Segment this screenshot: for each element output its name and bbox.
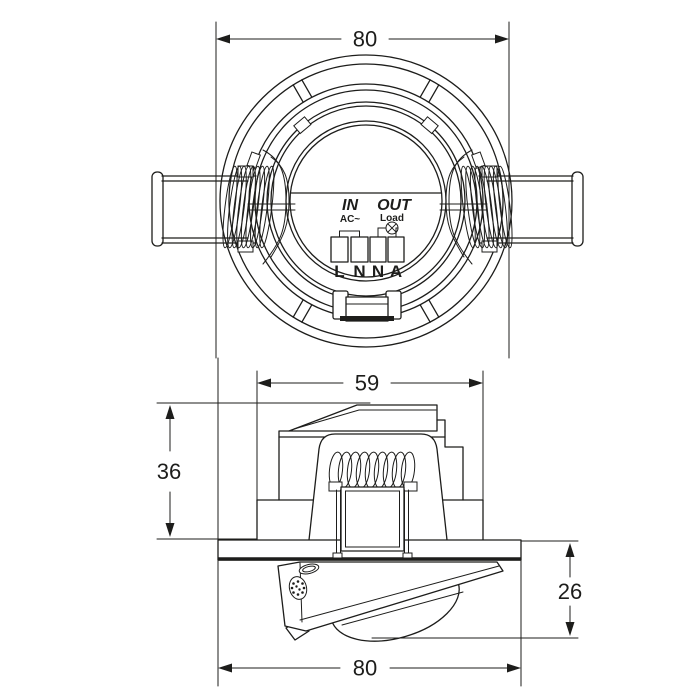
trim-ring-spokes bbox=[292, 79, 440, 323]
spring-coil-side bbox=[328, 451, 416, 489]
dim-head-depth-value: 26 bbox=[558, 579, 582, 604]
arm-end-cap bbox=[151, 171, 164, 247]
lamp-symbol-icon bbox=[377, 221, 399, 238]
dome-rim-line bbox=[341, 591, 464, 626]
terminal-load-label: Load bbox=[380, 213, 404, 224]
side-view: 59 36 26 80 bbox=[156, 370, 582, 687]
terminal-N2 bbox=[369, 236, 387, 263]
cable-clamp bbox=[332, 290, 402, 322]
knurled-knob-icon bbox=[288, 576, 308, 600]
dim-body-height-value: 36 bbox=[157, 459, 181, 484]
dim-flange-width-value: 80 bbox=[353, 656, 377, 681]
terminal-out-label: OUT bbox=[377, 197, 412, 214]
dim-body-width-value: 59 bbox=[355, 371, 379, 396]
terminal-letter-3: N bbox=[372, 262, 384, 281]
bayonet-tabs bbox=[246, 116, 486, 169]
top-view: IN OUT AC~ Load L N N A bbox=[151, 21, 584, 541]
in-jumper bbox=[339, 230, 360, 238]
spring-clip bbox=[328, 481, 418, 559]
terminal-N1 bbox=[350, 236, 369, 263]
mounting-arm-left bbox=[151, 149, 296, 265]
adjust-screw-icon bbox=[298, 563, 320, 575]
dimension-body-width: 59 bbox=[256, 370, 484, 541]
spring-coil-left bbox=[222, 165, 275, 249]
lamp-head bbox=[277, 561, 504, 642]
spring-coil-right bbox=[460, 165, 513, 249]
head-body bbox=[277, 561, 504, 632]
terminal-letter-2: N bbox=[353, 262, 365, 281]
terminal-ac-label: AC~ bbox=[340, 214, 360, 225]
dimension-flange-width: 80 bbox=[217, 559, 522, 687]
dimension-body-height: 36 bbox=[156, 402, 371, 540]
terminal-A bbox=[387, 236, 405, 263]
terminal-letter-1: L bbox=[334, 262, 344, 281]
dimension-head-depth: 26 bbox=[371, 540, 582, 639]
mounting-arm-right bbox=[439, 149, 584, 265]
terminal-in-label: IN bbox=[342, 197, 358, 214]
junction-box-cover bbox=[288, 404, 446, 432]
terminal-letter-4: A bbox=[390, 262, 402, 281]
dimension-top-diameter: 80 bbox=[215, 21, 510, 541]
terminal-L bbox=[330, 236, 349, 263]
terminal-block: IN OUT AC~ Load L N N A bbox=[330, 197, 412, 281]
dim-top-diameter-value: 80 bbox=[353, 27, 377, 52]
